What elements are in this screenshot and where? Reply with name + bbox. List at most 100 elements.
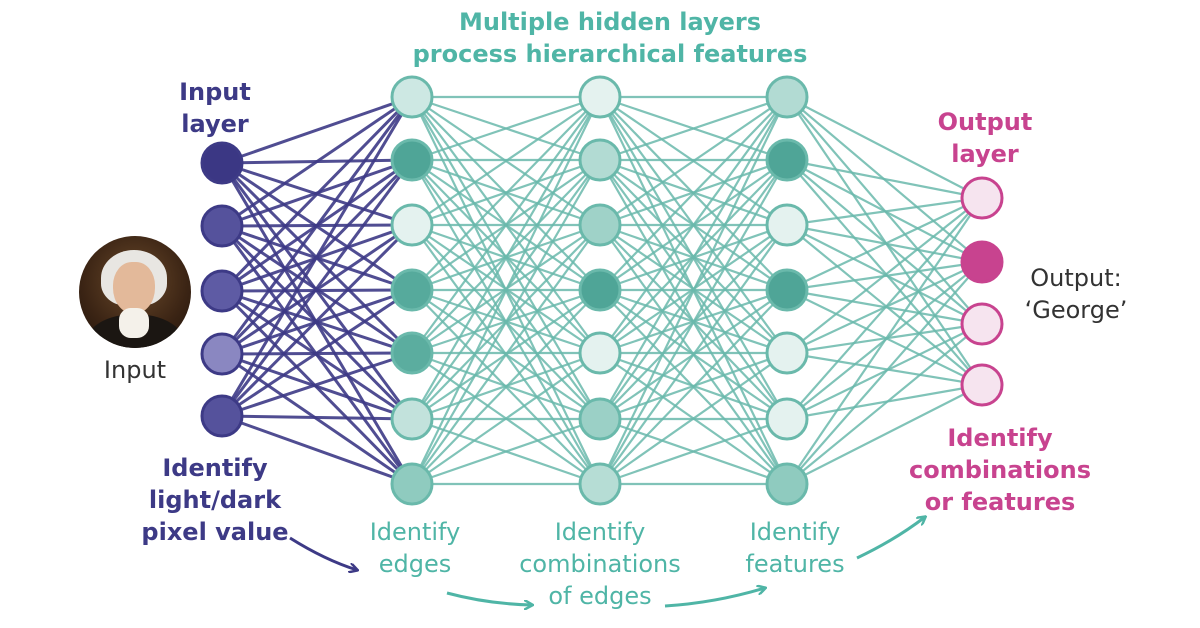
connection-input-5-hidden1-4 xyxy=(221,288,413,418)
connection-hidden3-2-output-1 xyxy=(786,158,983,200)
connection-hidden3-5-output-3 xyxy=(786,322,983,355)
connection-hidden2-7-hidden3-6 xyxy=(599,417,788,486)
connection-hidden3-6-output-4 xyxy=(786,383,983,421)
connection-hidden2-7-hidden3-4 xyxy=(599,289,788,485)
input-layer-title: Input layer xyxy=(150,76,280,140)
hidden2-node-5 xyxy=(578,331,622,375)
hidden2-node-7 xyxy=(578,462,622,506)
input-caption-line3: pixel value xyxy=(141,518,289,546)
output-layer-caption: Identify combinations or features xyxy=(900,422,1100,518)
connection-hidden2-7-hidden3-1 xyxy=(599,96,788,485)
combinations-caption-line1: Identify xyxy=(554,518,646,546)
connection-hidden2-7-hidden3-5 xyxy=(599,352,788,485)
connection-hidden3-3-output-4 xyxy=(786,224,983,386)
hidden1-node-1 xyxy=(390,75,434,119)
connection-hidden1-4-hidden2-1 xyxy=(411,96,601,291)
connection-input-5-hidden1-6 xyxy=(221,414,413,421)
connection-hidden1-7-hidden2-5 xyxy=(411,352,601,485)
output-caption-line1: Identify xyxy=(947,424,1053,452)
input-node-2 xyxy=(200,204,244,248)
connection-hidden2-2-hidden3-1 xyxy=(599,95,788,162)
hidden-layers-title-line1: Multiple hidden layers xyxy=(458,8,762,36)
connection-hidden3-3-output-1 xyxy=(786,196,983,227)
hidden2-node-3 xyxy=(578,203,622,247)
connection-hidden2-3-hidden3-1 xyxy=(599,96,788,226)
connection-hidden3-2-output-4 xyxy=(786,159,983,386)
features-caption-line1: Identify xyxy=(749,518,841,546)
output-layer-title-line1: Output xyxy=(937,108,1033,136)
output-caption-line3: or features xyxy=(924,488,1076,516)
connection-input-5-hidden1-2 xyxy=(220,159,414,417)
connection-hidden1-7-hidden2-2 xyxy=(411,159,601,485)
connection-input-3-hidden1-1 xyxy=(220,95,414,293)
input-node-4 xyxy=(200,332,244,376)
hidden3-node-7 xyxy=(765,462,809,506)
hidden3-node-3 xyxy=(765,203,809,247)
connection-hidden3-7-output-1 xyxy=(786,197,983,485)
input-node-3 xyxy=(200,269,244,313)
hidden3-node-6 xyxy=(765,397,809,441)
connection-hidden3-7-output-3 xyxy=(786,323,983,485)
connection-input-5-hidden1-1 xyxy=(220,96,414,417)
combinations-caption: Identify combinations of edges xyxy=(505,516,695,612)
connection-input-5-hidden1-5 xyxy=(221,351,413,418)
output-layer-title: Output layer xyxy=(920,106,1050,170)
hidden1-node-7 xyxy=(390,462,434,506)
features-caption: Identify features xyxy=(730,516,860,580)
connection-hidden2-6-hidden3-1 xyxy=(599,96,788,420)
hidden1-node-4 xyxy=(390,268,434,312)
connection-hidden3-4-output-1 xyxy=(786,197,983,291)
input-layer-title-line1: Input xyxy=(179,78,251,106)
output-result-line1: Output: xyxy=(1030,264,1122,292)
edges-caption-line1: Identify xyxy=(369,518,461,546)
connection-input-5-hidden1-7 xyxy=(221,414,413,486)
connection-hidden2-7-hidden3-2 xyxy=(599,159,788,485)
input-label-text: Input xyxy=(103,356,167,384)
portrait-icon xyxy=(79,236,191,348)
input-node-1 xyxy=(200,141,244,185)
hidden2-node-2 xyxy=(578,138,622,182)
hidden1-node-3 xyxy=(390,203,434,247)
connection-hidden3-5-output-4 xyxy=(786,351,983,387)
hidden-layers-title: Multiple hidden layers process hierarchi… xyxy=(400,6,820,70)
combinations-caption-line2: combinations xyxy=(519,550,681,578)
arrow-features-to-output xyxy=(856,517,925,560)
connection-hidden2-4-hidden3-1 xyxy=(599,96,788,291)
output-result: Output: ‘George’ xyxy=(1016,262,1136,326)
connection-hidden1-3-hidden2-1 xyxy=(411,96,601,226)
hidden3-node-1 xyxy=(765,75,809,119)
connection-hidden1-5-hidden2-1 xyxy=(411,96,601,354)
hidden3-node-5 xyxy=(765,331,809,375)
input-layer-caption: Identify light/dark pixel value xyxy=(130,452,300,548)
arrow-edges-to-combinations xyxy=(446,591,532,605)
edges-caption-line2: edges xyxy=(378,550,452,578)
connection-hidden3-6-output-1 xyxy=(786,197,983,420)
input-node-5 xyxy=(200,394,244,438)
output-caption-line2: combinations xyxy=(909,456,1091,484)
output-result-line2: ‘George’ xyxy=(1024,296,1128,324)
output-node-1 xyxy=(960,176,1004,220)
input-caption-line1: Identify xyxy=(162,454,268,482)
hidden2-node-6 xyxy=(578,397,622,441)
connection-input-2-hidden1-1 xyxy=(221,95,413,228)
connection-hidden2-7-hidden3-3 xyxy=(599,224,788,485)
edges-caption: Identify edges xyxy=(350,516,480,580)
connection-input-5-hidden1-3 xyxy=(220,223,414,418)
connection-hidden1-7-hidden2-1 xyxy=(411,96,601,485)
hidden3-node-4 xyxy=(765,268,809,312)
hidden-layers-title-line2: process hierarchical features xyxy=(412,40,808,68)
hidden3-node-2 xyxy=(765,138,809,182)
connection-hidden1-7-hidden2-3 xyxy=(411,224,601,485)
connection-hidden1-2-hidden2-1 xyxy=(411,95,601,162)
input-layer-title-line2: layer xyxy=(181,110,249,138)
connection-input-1-hidden1-1 xyxy=(221,95,413,165)
hidden2-node-4 xyxy=(578,268,622,312)
connection-hidden3-1-output-1 xyxy=(786,96,983,199)
combinations-caption-line3: of edges xyxy=(548,582,652,610)
connection-hidden3-5-output-1 xyxy=(786,197,983,354)
hidden1-node-5 xyxy=(390,331,434,375)
input-label: Input xyxy=(70,354,200,386)
connection-input-4-hidden1-1 xyxy=(220,96,414,355)
